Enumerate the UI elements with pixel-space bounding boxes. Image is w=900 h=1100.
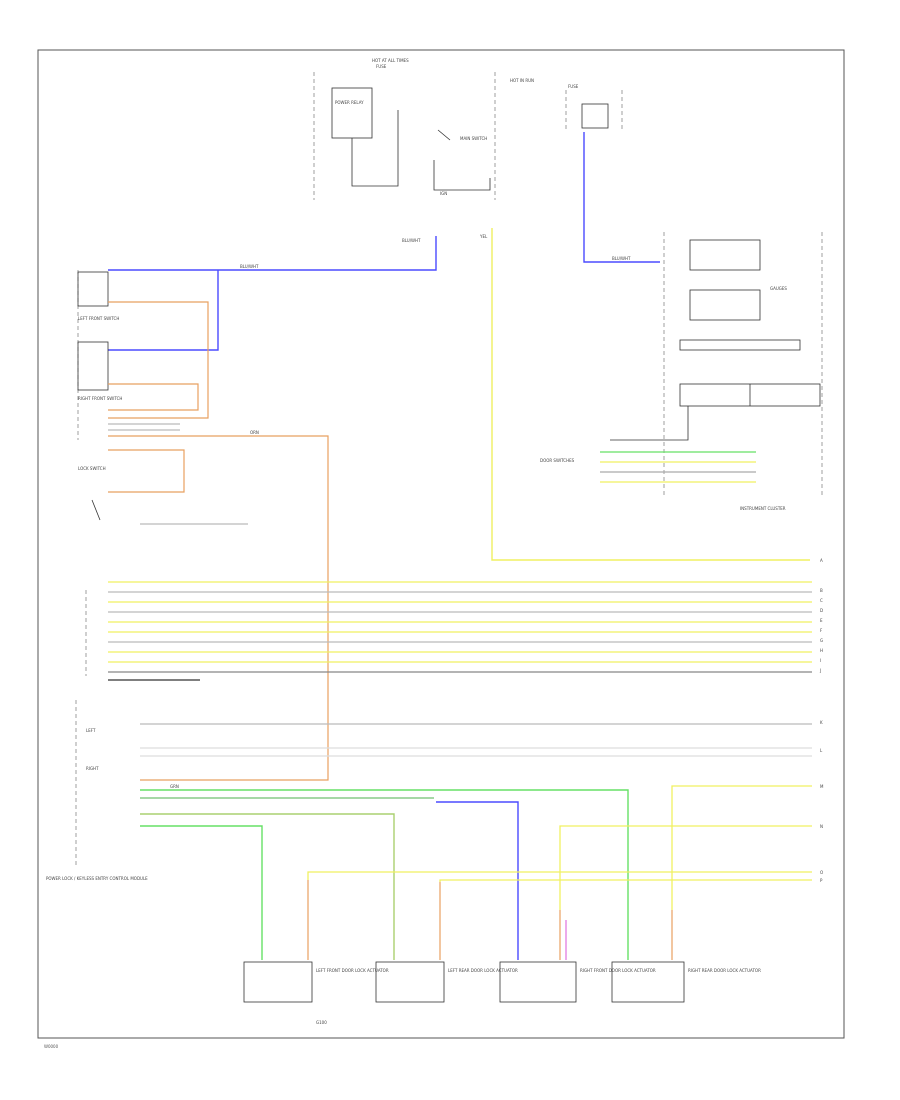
ground-label: G100: [316, 1020, 327, 1025]
actuator-4: RIGHT REAR DOOR LOCK ACTUATOR: [611, 961, 761, 1003]
blue-wire-label-3: BLU/WHT: [612, 256, 631, 261]
instrument-cluster: GAUGES DOOR SWITCHES INSTRUMENT CLUSTER: [540, 232, 823, 511]
edge-label-9: J: [819, 668, 821, 673]
lock-switch-label: LOCK SWITCH: [78, 466, 106, 471]
edge-label-8: I: [820, 658, 821, 663]
left-switch-group: LEFT FRONT SWITCH RIGHT FRONT SWITCH LOC…: [77, 270, 122, 521]
ign-label: IGN: [440, 191, 447, 196]
actuator-3-label: RIGHT FRONT DOOR LOCK ACTUATOR: [580, 968, 656, 973]
actuator-4-label: RIGHT REAR DOOR LOCK ACTUATOR: [688, 968, 761, 973]
edge-label-10: K: [820, 720, 823, 725]
edge-label-1: B: [820, 588, 823, 593]
relay-box-label: POWER RELAY: [335, 100, 364, 105]
top-fuse-sub: FUSE: [376, 64, 387, 69]
edge-label-6: G: [820, 638, 823, 643]
edge-label-15: P: [820, 878, 823, 883]
edge-label-2: C: [820, 598, 823, 603]
module-left-label: LEFT: [86, 728, 96, 733]
blue-wire-label-1: BLU/WHT: [240, 264, 259, 269]
diagram-code: W0000: [44, 1044, 59, 1049]
main-switch-label: MAIN SWITCH: [460, 136, 487, 141]
edge-label-3: D: [820, 608, 823, 613]
edge-label-11: L: [820, 748, 823, 753]
green-wire-label: GRN: [170, 784, 179, 789]
hot-run-block: HOT IN RUN FUSE: [510, 78, 623, 130]
gauges-label: GAUGES: [770, 286, 787, 291]
edge-label-14: O: [820, 870, 823, 875]
blue-wire-label-2: BLU/WHT: [402, 238, 421, 243]
door-switch-label: DOOR SWITCHES: [540, 458, 575, 463]
right-switch-label: RIGHT FRONT SWITCH: [78, 396, 122, 401]
blue-wires: [108, 132, 660, 960]
actuator-1-label: LEFT FRONT DOOR LOCK ACTUATOR: [316, 968, 389, 973]
diagram-frame: [37, 49, 845, 1039]
actuator-2: LEFT REAR DOOR LOCK ACTUATOR: [375, 961, 518, 1003]
module-right-label: RIGHT: [86, 766, 99, 771]
actuator-1: LEFT FRONT DOOR LOCK ACTUATOR: [243, 961, 389, 1003]
edge-label-7: H: [820, 648, 823, 653]
green-wires: [140, 789, 629, 960]
actuator-3: RIGHT FRONT DOOR LOCK ACTUATOR: [499, 961, 656, 1003]
edge-label-4: E: [820, 618, 823, 623]
edge-label-13: N: [820, 824, 823, 829]
hot-run-label: HOT IN RUN: [510, 78, 534, 83]
bundle-lines: [108, 581, 812, 757]
edge-label-12: M: [820, 784, 824, 789]
instrument-cluster-label: INSTRUMENT CLUSTER: [740, 506, 786, 511]
edge-label-0: A: [820, 558, 823, 563]
yellow-trunk-wire: [491, 228, 810, 561]
edge-labels: A B C D E F G H I J K L M N O P: [819, 558, 824, 883]
top-fuse-block: HOT AT ALL TIMES FUSE POWER RELAY MAIN S…: [313, 58, 496, 200]
gray-wires: [108, 423, 248, 525]
orange-wires: [108, 301, 673, 960]
yellow-branch-wires: [307, 785, 812, 910]
left-switch-label: LEFT FRONT SWITCH: [78, 316, 119, 321]
top-fuse-label: HOT AT ALL TIMES: [372, 58, 409, 63]
orange-wire-label: ORN: [250, 430, 259, 435]
yellow-wire-label: YEL: [479, 234, 488, 239]
hot-run-sub: FUSE: [568, 84, 579, 89]
module-title: POWER LOCK / KEYLESS ENTRY CONTROL MODUL…: [46, 876, 148, 881]
module-block: POWER LOCK / KEYLESS ENTRY CONTROL MODUL…: [46, 700, 148, 881]
actuator-2-label: LEFT REAR DOOR LOCK ACTUATOR: [448, 968, 518, 973]
edge-label-5: F: [820, 628, 823, 633]
